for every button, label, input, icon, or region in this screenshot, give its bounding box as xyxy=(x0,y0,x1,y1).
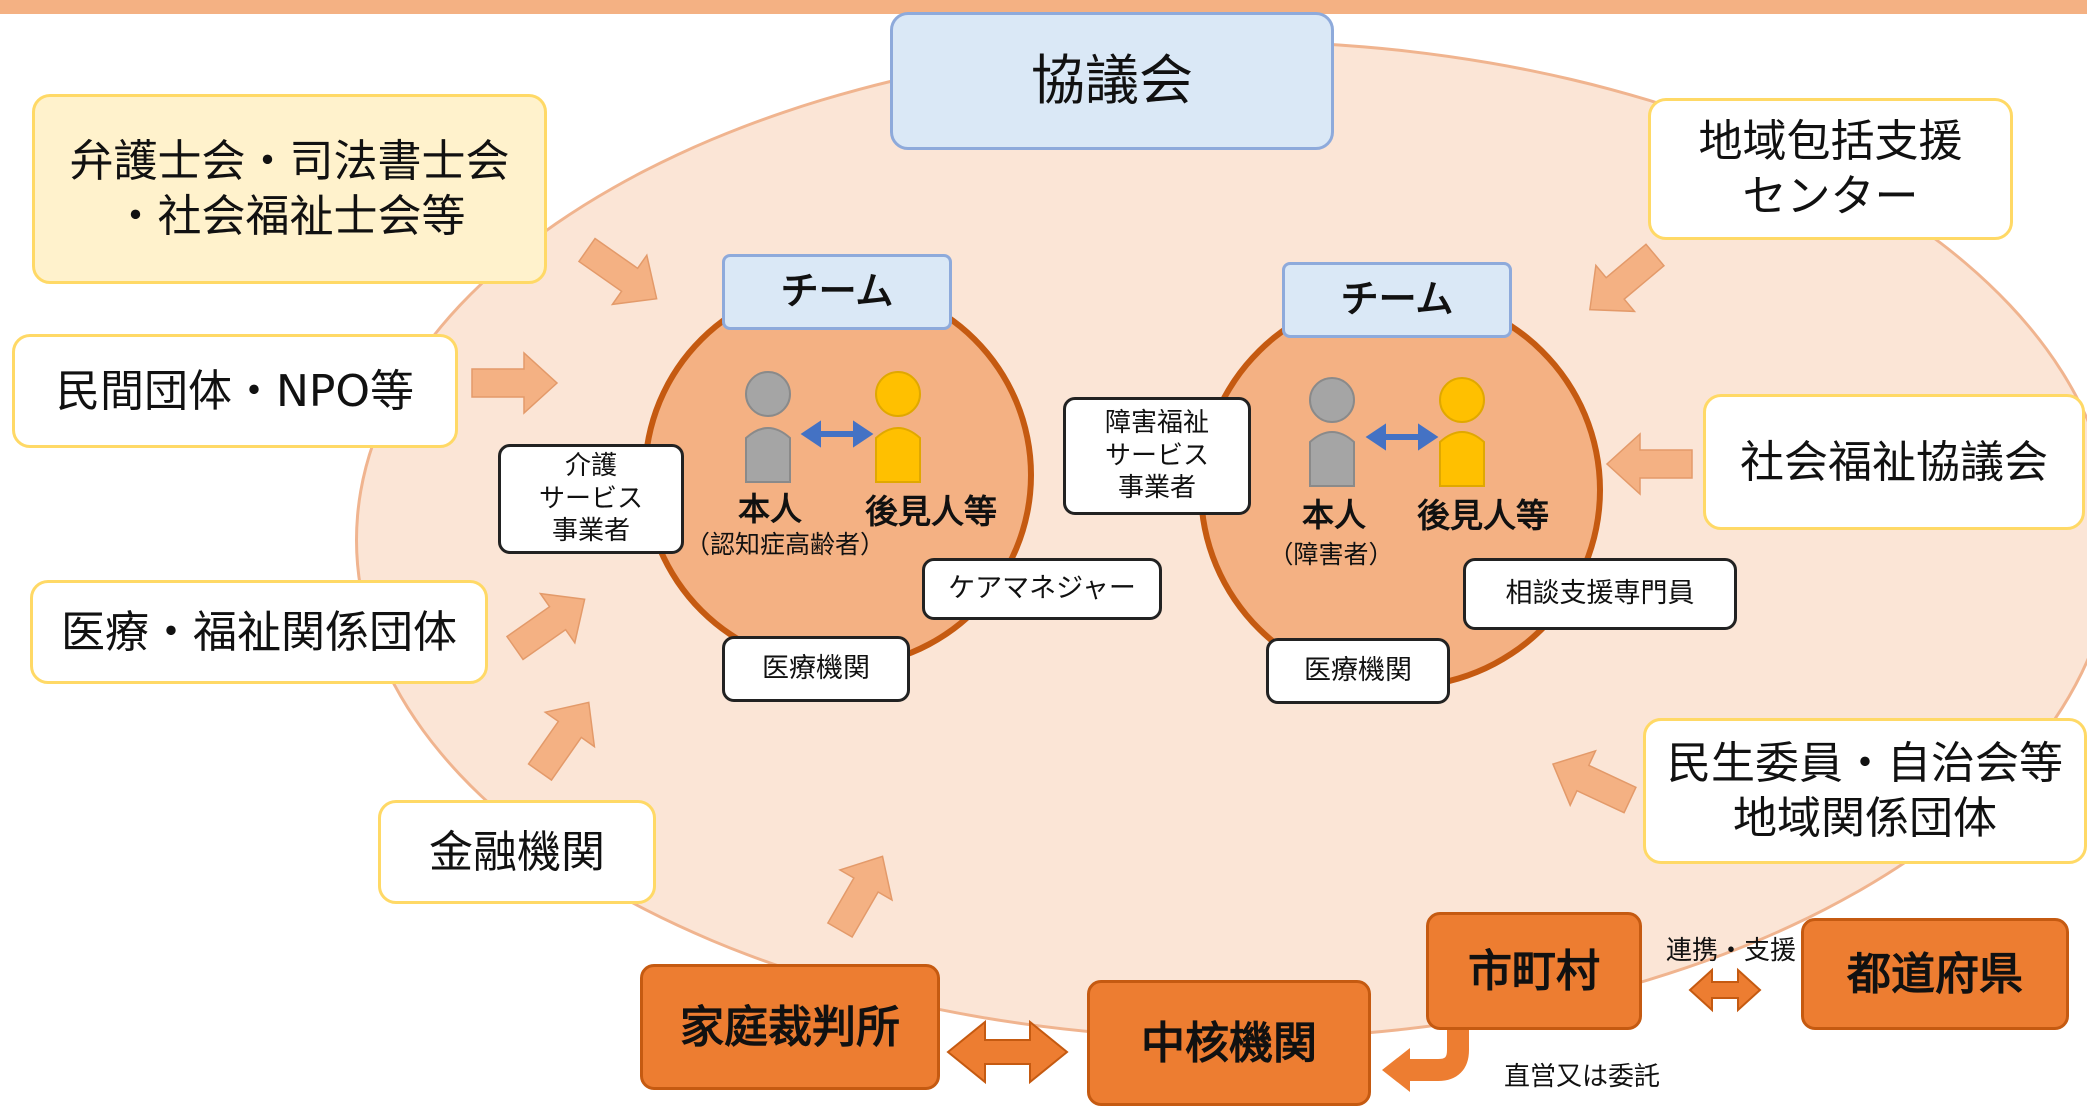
medical-welfare-groups-box: 医療・福祉関係団体 xyxy=(30,580,488,684)
family-court-box: 家庭裁判所 xyxy=(640,964,940,1090)
arrow-from-regional-center xyxy=(1589,243,1666,313)
team1-care-manager-box: ケアマネジャー xyxy=(922,558,1162,620)
team-links xyxy=(800,420,1439,451)
team1-person-note: （認知症高齢者） xyxy=(684,530,885,559)
council-title: 協議会 xyxy=(890,12,1334,150)
community-groups-box: 民生委員・自治会等 地域関係団体 xyxy=(1643,718,2087,864)
municipality-box: 市町村 xyxy=(1426,912,1642,1030)
team2-disability-service-box: 障害福祉 サービス 事業者 xyxy=(1063,397,1251,515)
team2-guardian-figure xyxy=(1439,377,1485,487)
team2-medical-box: 医療機関 xyxy=(1266,638,1450,704)
direct-or-entrust-label: 直営又は委託 xyxy=(1503,1062,1660,1092)
team2-guardian-label: 後見人等 xyxy=(1417,496,1549,535)
double-arrow-court-core xyxy=(946,1019,1069,1085)
financial-institutions-box: 金融機関 xyxy=(378,800,656,904)
cooperation-label: 連携・支援 xyxy=(1665,936,1796,966)
private-groups-box: 民間団体・NPO等 xyxy=(12,334,458,448)
regional-support-center-box: 地域包括支援 センター xyxy=(1648,98,2013,240)
core-agency-box: 中核機関 xyxy=(1087,980,1371,1106)
prefecture-box: 都道府県 xyxy=(1801,918,2069,1030)
team2-consultant-box: 相談支援専門員 xyxy=(1463,558,1737,630)
team1-person-figure xyxy=(745,371,791,483)
arrow-from-medical-welfare xyxy=(505,592,586,661)
team1-guardian-label: 後見人等 xyxy=(865,492,997,531)
arrow-from-finance xyxy=(527,701,596,782)
arrow-from-family-court xyxy=(826,855,894,939)
team2-tab: チーム xyxy=(1282,262,1512,338)
team1-guardian-figure xyxy=(875,371,921,483)
top-banner-strip xyxy=(0,0,2087,14)
arrow-from-private xyxy=(471,351,559,415)
team1-care-service-box: 介護 サービス 事業者 xyxy=(498,444,684,554)
team1-tab: チーム xyxy=(722,254,952,330)
arrow-from-lawyers xyxy=(577,237,658,306)
arrow-from-social-welfare-council xyxy=(1605,432,1693,496)
arrow-municipality-to-core xyxy=(1405,1030,1469,1081)
team2-person-note: （障害者） xyxy=(1268,540,1394,569)
double-arrow-municipality-prefecture xyxy=(1688,967,1762,1013)
team1-person-label: 本人 xyxy=(737,490,802,528)
team2-person-figure xyxy=(1309,377,1355,487)
team1-medical-box: 医療機関 xyxy=(722,636,910,702)
arrow-from-community xyxy=(1551,749,1637,814)
social-welfare-council-box: 社会福祉協議会 xyxy=(1703,394,2085,530)
team2-person-label: 本人 xyxy=(1301,496,1366,534)
lawyers-association-box: 弁護士会・司法書士会 ・社会福祉士会等 xyxy=(32,94,547,284)
